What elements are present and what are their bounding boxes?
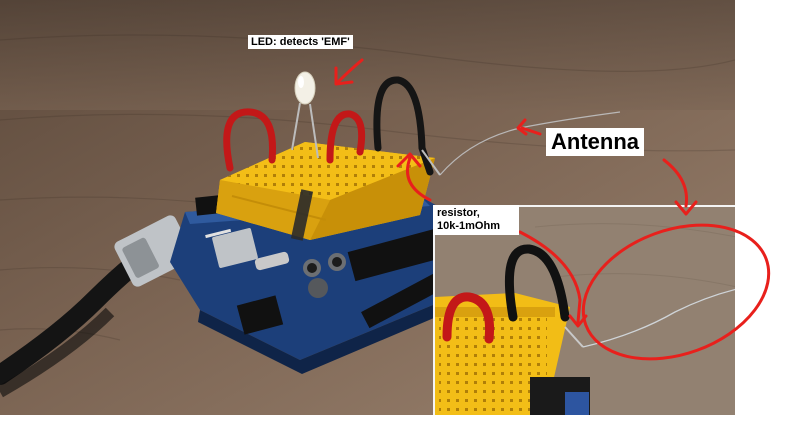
- resistor-label-line2: 10k-1mOhm: [437, 220, 500, 232]
- resistor-label: resistor, 10k-1mOhm: [433, 205, 519, 235]
- led-label: LED: detects 'EMF': [248, 35, 353, 49]
- arduino-photo: [0, 0, 735, 415]
- red-jumper-left: [223, 108, 277, 172]
- black-jumper: [373, 76, 434, 176]
- antenna-label: Antenna: [546, 128, 644, 156]
- zoom-inset: [433, 205, 735, 415]
- resistor-label-line1: resistor,: [437, 207, 480, 219]
- led: [294, 71, 316, 105]
- red-jumper-right: [326, 110, 366, 164]
